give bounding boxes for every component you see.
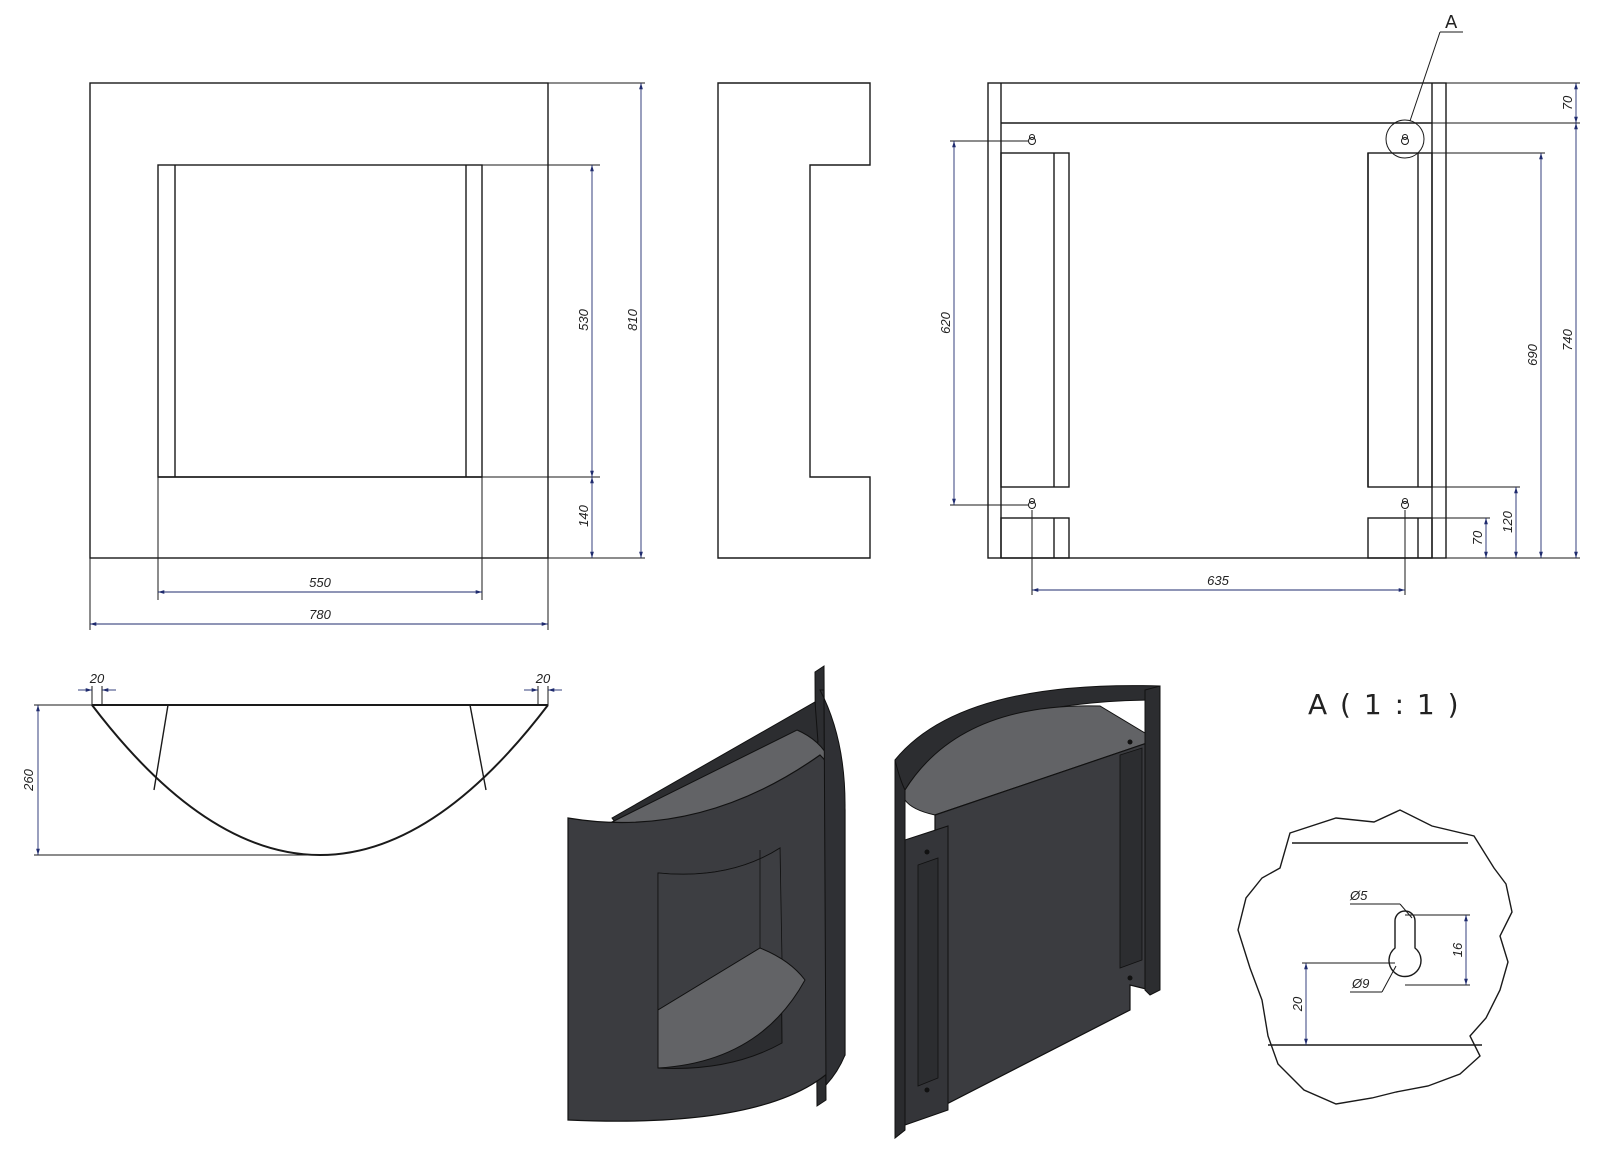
dim-small-diameter: Ø5: [1349, 888, 1368, 903]
keyhole-icon: [1028, 498, 1036, 509]
dim-lower-hook-height: 120: [1500, 510, 1515, 532]
detail-a-view: A ( 1 : 1 ) Ø5 Ø9 16 20: [1237, 688, 1513, 1105]
dim-left-lip: 20: [89, 671, 105, 686]
iso-back-render: [894, 685, 1161, 1140]
dim-slot-height: 20: [1290, 996, 1305, 1012]
keyhole-icon: [1401, 498, 1409, 509]
detail-title: A ( 1 : 1 ): [1308, 688, 1461, 721]
keyhole-icon: [1028, 134, 1036, 145]
dim-overall-width: 780: [309, 607, 331, 622]
dim-slot-length: 16: [1450, 942, 1465, 957]
dim-top-band: 70: [1560, 95, 1575, 110]
dim-hook-spacing-horizontal: 635: [1207, 573, 1229, 588]
dim-right-lip: 20: [535, 671, 551, 686]
dim-base-height: 140: [576, 504, 591, 526]
dim-opening-width: 550: [309, 575, 331, 590]
dim-strip-height: 690: [1525, 343, 1540, 365]
detail-callout-label: A: [1445, 12, 1458, 33]
dim-opening-height: 530: [576, 308, 591, 330]
iso-front-render: [567, 665, 846, 1122]
dim-depth: 260: [21, 768, 36, 791]
dim-hook-spacing-vertical: 620: [938, 311, 953, 333]
back-view: A 70 740 690 120 70 620 635: [938, 12, 1580, 595]
dim-overall-height: 810: [625, 308, 640, 330]
front-view: 810 530 140 550 780: [89, 82, 645, 630]
dim-foot-height: 70: [1470, 530, 1485, 545]
dim-back-overall-height: 740: [1560, 328, 1575, 350]
top-view: 20 20 260: [21, 671, 562, 856]
keyhole-icon: [1401, 134, 1409, 145]
side-view: [717, 82, 871, 559]
dim-large-diameter: Ø9: [1351, 976, 1369, 991]
